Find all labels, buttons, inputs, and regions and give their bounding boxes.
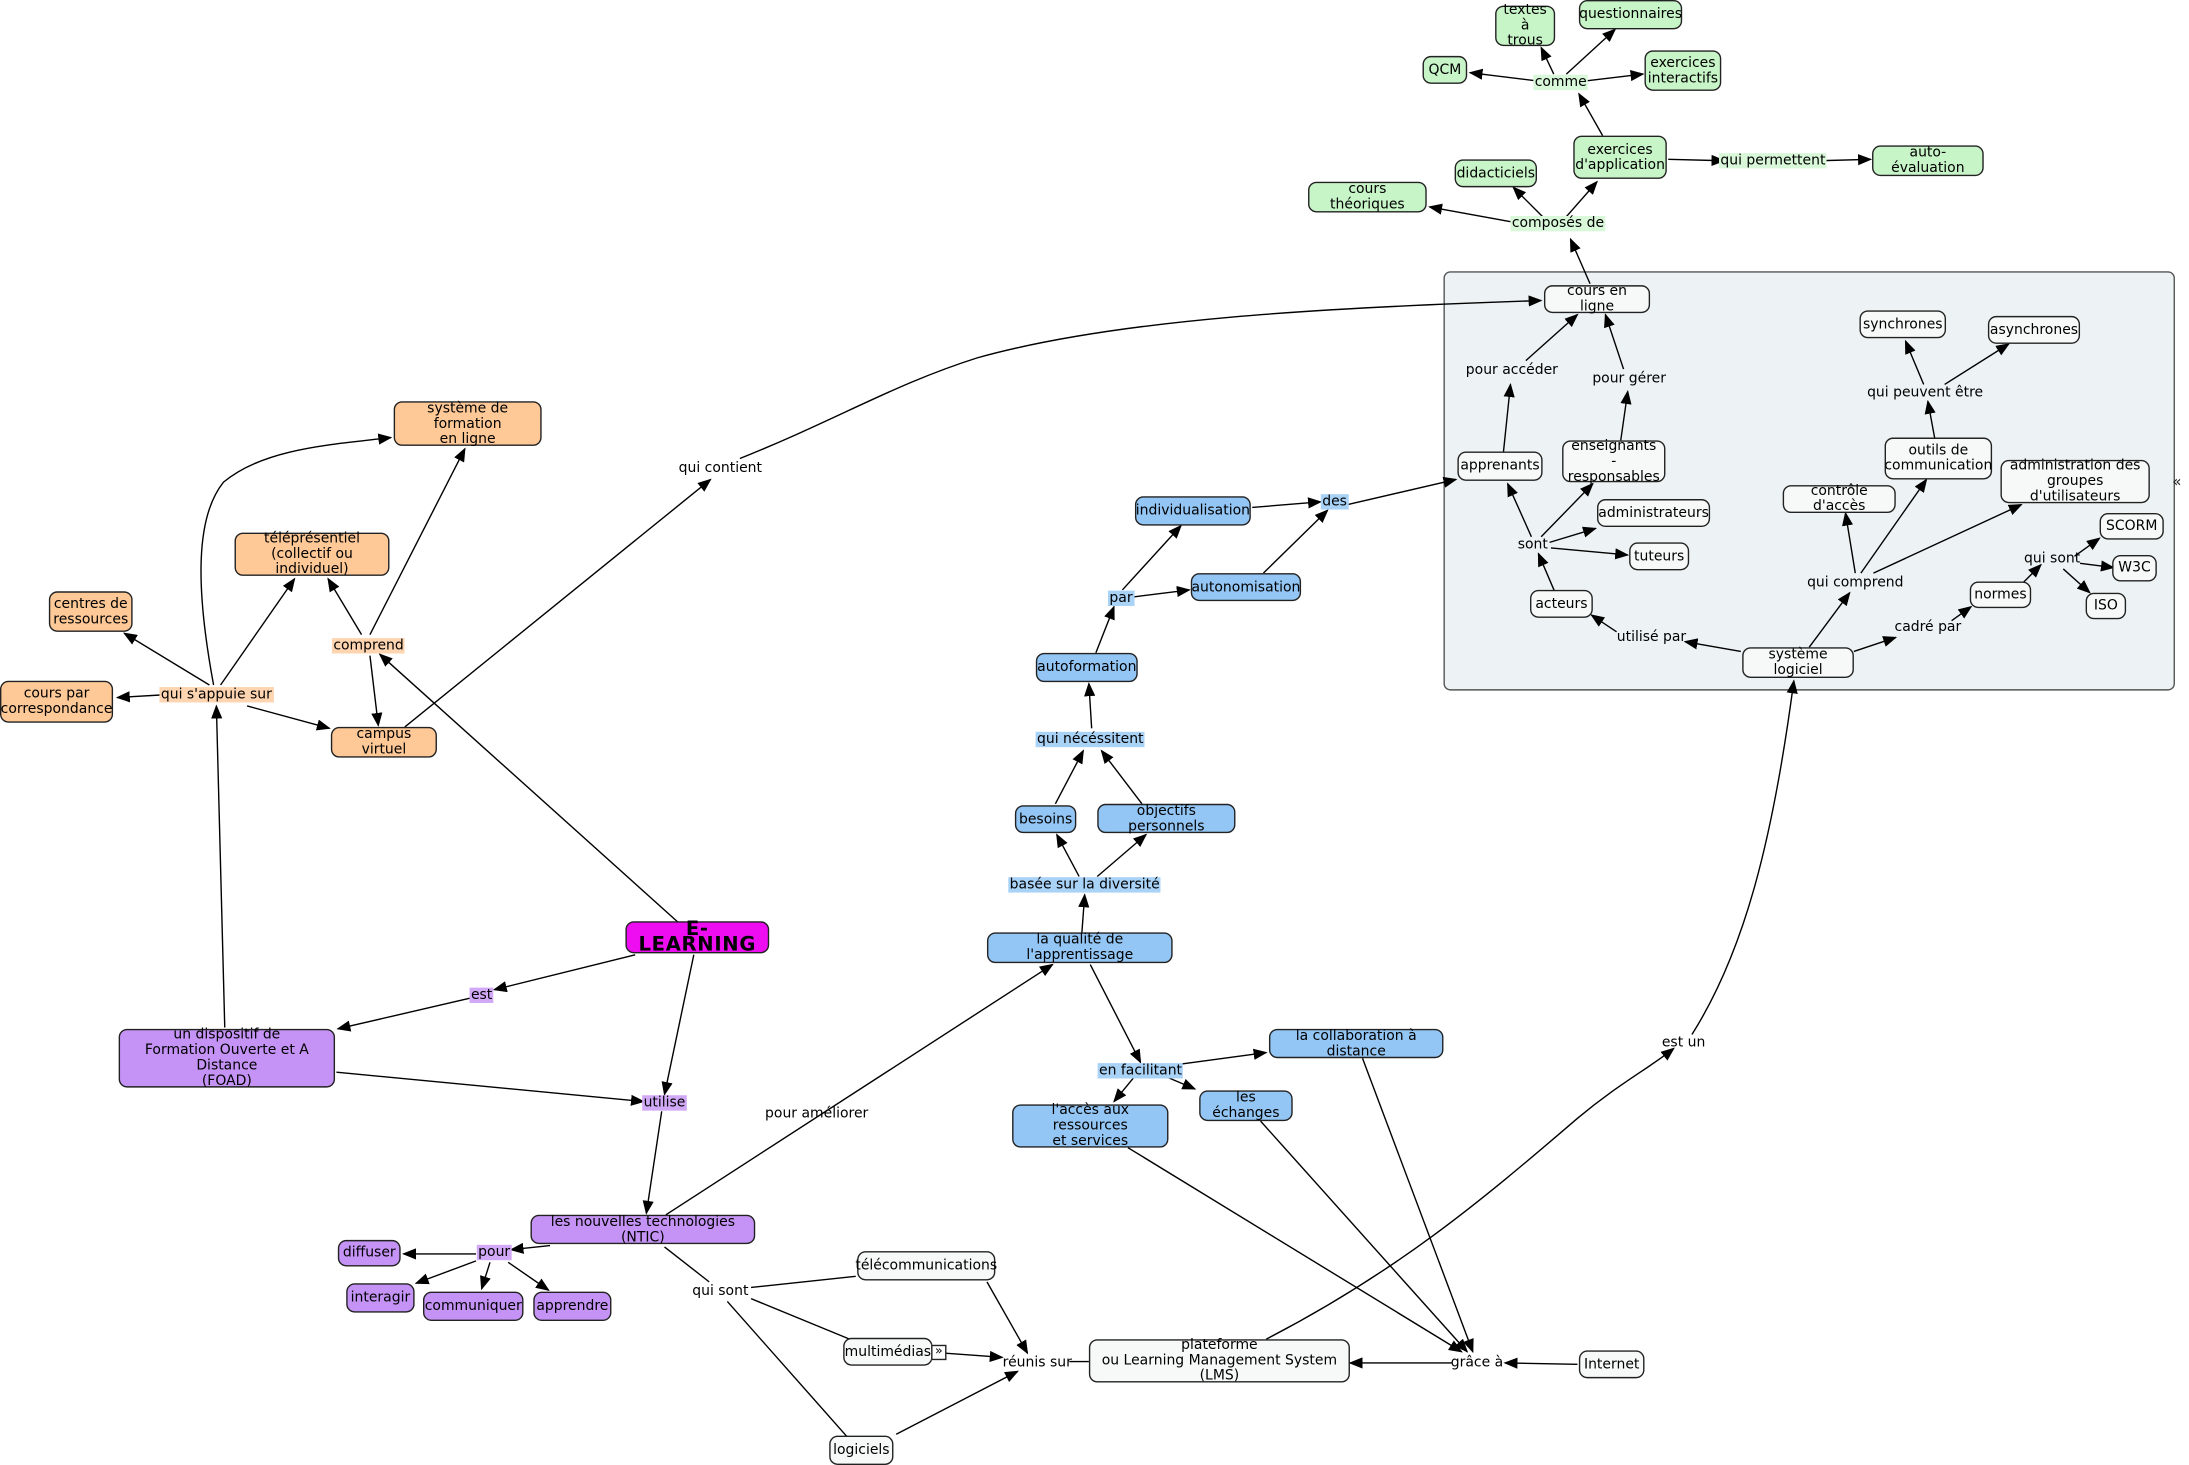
node-besoins[interactable]: besoins xyxy=(1014,805,1077,834)
node-plateforme-lms[interactable]: plateforme ou Learning Management System… xyxy=(1088,1338,1350,1384)
node-objectifs-personnels[interactable]: objectifs personnels xyxy=(1097,803,1236,834)
node-exercices-interactifs[interactable]: exercices interactifs xyxy=(1644,50,1722,91)
link-pour-acceder: pour accéder xyxy=(1465,362,1558,379)
link-est-un: est un xyxy=(1661,1035,1706,1051)
node-qualite-apprentissage[interactable]: la qualité de l'apprentissage xyxy=(986,932,1173,964)
node-didacticiels[interactable]: didacticiels xyxy=(1454,159,1537,188)
node-controle-acces[interactable]: contrôle d'accès xyxy=(1782,484,1896,514)
node-autonomisation[interactable]: autonomisation xyxy=(1190,573,1302,602)
node-centres-ressources[interactable]: centres de ressources xyxy=(48,591,133,632)
node-auto-evaluation[interactable]: auto-évaluation xyxy=(1872,145,1984,177)
link-en-facilitant: en facilitant xyxy=(1097,1063,1184,1079)
collapse-arrows-icon[interactable]: « xyxy=(2172,472,2182,491)
node-synchrones[interactable]: synchrones xyxy=(1859,310,1947,339)
node-questionnaires[interactable]: questionnaires xyxy=(1578,0,1683,30)
node-individualisation[interactable]: individualisation xyxy=(1134,496,1251,526)
node-qcm[interactable]: QCM xyxy=(1422,55,1468,84)
node-acteurs[interactable]: acteurs xyxy=(1530,589,1593,618)
link-reunis-sur: réunis sur xyxy=(1002,1355,1072,1371)
node-collaboration[interactable]: la collaboration à distance xyxy=(1268,1028,1444,1059)
link-basee-sur: basée sur la diversité xyxy=(1008,877,1162,893)
link-comme: comme xyxy=(1533,74,1589,91)
node-administration-groupes[interactable]: administration des groupes d'utilisateur… xyxy=(2000,459,2150,505)
link-pour-ameliorer: pour améliorer xyxy=(765,1106,869,1122)
node-cours-en-ligne[interactable]: cours en ligne xyxy=(1543,284,1651,315)
expand-arrows-icon[interactable]: » xyxy=(931,1344,947,1361)
node-apprendre[interactable]: apprendre xyxy=(533,1291,612,1322)
link-pour-gerer: pour gérer xyxy=(1592,371,1666,387)
node-acces-ressources[interactable]: l'accès aux ressources et services xyxy=(1012,1103,1169,1149)
link-qui-permettent: qui permettent xyxy=(1719,153,1827,169)
node-logiciels[interactable]: logiciels xyxy=(829,1435,894,1465)
node-systeme-formation[interactable]: système de formation en ligne xyxy=(393,400,542,447)
link-grace-a: grâce à xyxy=(1450,1355,1504,1371)
link-qui-peuvent-etre: qui peuvent être xyxy=(1867,385,1984,401)
node-ntic[interactable]: les nouvelles technologies (NTIC) xyxy=(530,1214,756,1245)
node-textes-a-trous[interactable]: textes à trous xyxy=(1495,3,1556,49)
link-cadre-par: cadré par xyxy=(1894,619,1962,636)
node-systeme-logiciel[interactable]: système logiciel xyxy=(1742,647,1854,678)
link-est: est xyxy=(469,987,494,1003)
node-echanges[interactable]: les échanges xyxy=(1199,1090,1293,1122)
link-utilise: utilise xyxy=(642,1095,687,1111)
node-telepresentiel[interactable]: téléprésentiel (collectif ou individuel) xyxy=(234,531,390,577)
link-qui-sont-normes: qui sont xyxy=(2024,551,2081,567)
node-enseignants-responsables[interactable]: enseignants - responsables xyxy=(1562,438,1666,484)
link-des: des xyxy=(1320,494,1349,510)
node-scorm[interactable]: SCORM xyxy=(2099,513,2164,540)
node-communiquer[interactable]: communiquer xyxy=(422,1291,524,1322)
node-foad[interactable]: un dispositif de Formation Ouverte et A … xyxy=(118,1027,336,1089)
node-campus-virtuel[interactable]: campus virtuel xyxy=(330,726,437,758)
link-qui-comprend: qui comprend xyxy=(1807,575,1904,591)
node-normes[interactable]: normes xyxy=(1969,581,2032,609)
link-sont: sont xyxy=(1517,537,1548,553)
link-par: par xyxy=(1108,590,1134,606)
node-w3c[interactable]: W3C xyxy=(2112,554,2157,582)
node-tuteurs[interactable]: tuteurs xyxy=(1629,542,1690,571)
node-diffuser[interactable]: diffuser xyxy=(337,1239,401,1267)
node-cours-theoriques[interactable]: cours théoriques xyxy=(1308,181,1427,213)
node-iso[interactable]: ISO xyxy=(2085,592,2127,620)
node-autoformation[interactable]: autoformation xyxy=(1035,652,1138,683)
node-outils-communication[interactable]: outils de communication xyxy=(1884,437,1992,480)
node-telecommunications[interactable]: télécommunications xyxy=(855,1251,997,1281)
node-multimedias[interactable]: multimédias xyxy=(843,1337,933,1366)
node-cours-correspondance[interactable]: cours par correspondance xyxy=(0,680,114,723)
link-qui-necessitent: qui nécéssitent xyxy=(1035,731,1145,748)
link-composes-de: composés de xyxy=(1510,215,1606,232)
node-internet[interactable]: Internet xyxy=(1578,1350,1645,1379)
root-node-e-learning[interactable]: E-LEARNING xyxy=(625,919,770,954)
link-comprend: comprend xyxy=(331,638,406,654)
node-administrateurs[interactable]: administrateurs xyxy=(1597,499,1711,528)
link-utilise-par: utilisé par xyxy=(1616,629,1687,646)
node-exercices-application[interactable]: exercices d'application xyxy=(1573,135,1667,179)
node-interagir[interactable]: interagir xyxy=(346,1283,415,1313)
link-qui-sont: qui sont xyxy=(692,1283,749,1300)
link-qui-contient: qui contient xyxy=(678,460,763,476)
node-apprenants[interactable]: apprenants xyxy=(1457,451,1543,481)
node-asynchrones[interactable]: asynchrones xyxy=(1987,315,2081,344)
link-qui-sappuie-sur: qui s'appuie sur xyxy=(159,687,274,703)
link-pour: pour xyxy=(476,1244,512,1261)
